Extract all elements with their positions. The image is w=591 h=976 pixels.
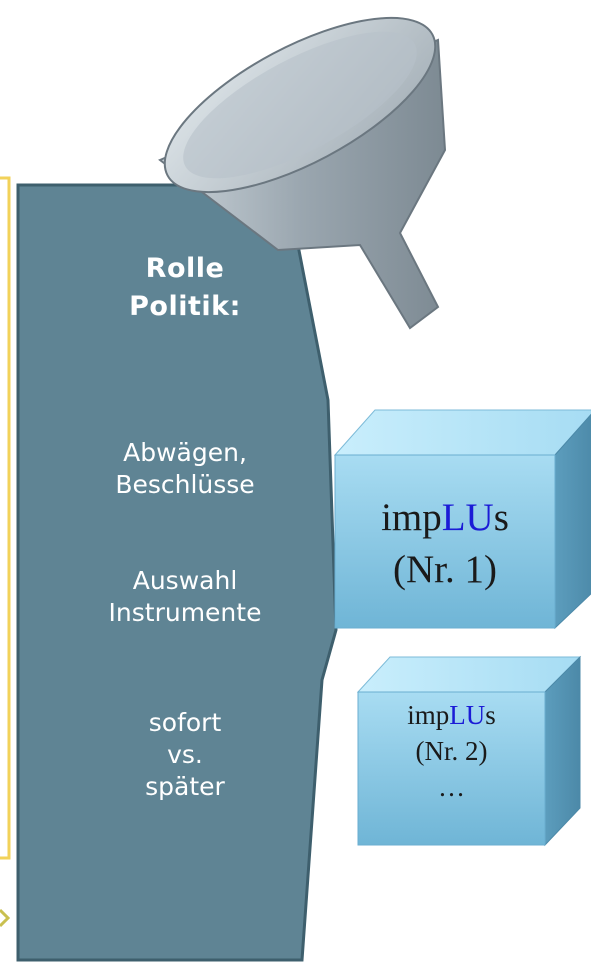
cube-2-label: impLUs (Nr. 2) … — [358, 697, 545, 805]
cube-2-title: impLUs — [407, 700, 496, 730]
cube-2-ellipsis: … — [438, 772, 465, 802]
cube-1-title: impLUs — [381, 496, 509, 539]
cube-1 — [333, 409, 591, 630]
side-box — [0, 176, 11, 860]
funnel-icon — [158, 16, 447, 330]
cube-1-number: (Nr. 1) — [393, 548, 497, 591]
cube-1-label: impLUs (Nr. 1) — [335, 492, 555, 596]
cube-2-number: (Nr. 2) — [415, 736, 488, 766]
arrow-right-icon — [0, 908, 11, 928]
cube-2 — [356, 655, 582, 847]
panel-line-1: Abwägen,Beschlüsse — [115, 438, 255, 499]
